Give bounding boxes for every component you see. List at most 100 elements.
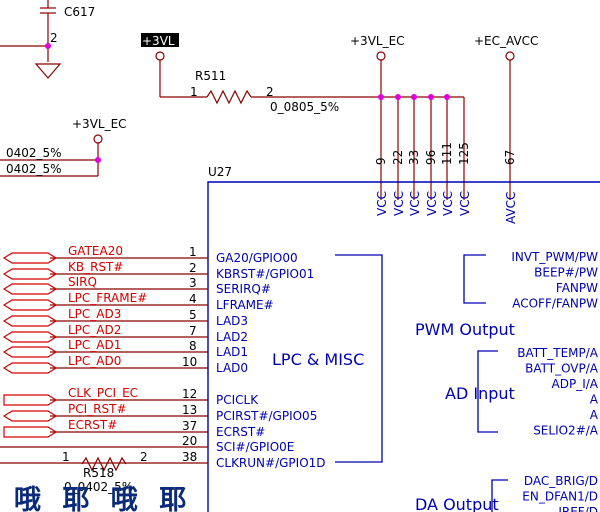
offpage-connector-icon: [2, 283, 58, 295]
offpage-connector-icon: [3, 394, 58, 406]
pin-number: 1: [189, 245, 197, 259]
right-pin-name: EN_DFAN1/D: [522, 490, 598, 504]
r511-value: 0_0805_5%: [270, 100, 339, 114]
right-pin-name: A: [590, 393, 599, 407]
vcc-pin-name: VCC: [441, 191, 455, 216]
left-3vl-net: [0, 134, 103, 177]
ic-pin-row: PCI_RST# 13 PCIRST#/GPIO05: [2, 402, 317, 423]
avcc-net: [505, 51, 515, 200]
rail-3vl-ec-top: +3VL_EC: [350, 34, 405, 48]
pin-name: PCICLK: [216, 393, 259, 407]
vcc-pin-num: 33: [407, 150, 421, 165]
pin-name: PCIRST#/GPIO05: [216, 409, 317, 423]
pin-name: LAD0: [216, 361, 248, 375]
pin-name: LFRAME#: [216, 298, 274, 312]
net-label: LPC_AD0: [68, 354, 121, 368]
avcc-pin-name: AVCC: [504, 192, 518, 224]
right-pin-name: DAC_BRIG/D: [524, 474, 598, 488]
rail-3vl-label: +3VL: [142, 34, 175, 48]
group-da-output: DA Output: [415, 495, 499, 512]
pin-number: 3: [189, 276, 197, 290]
ic-pin-row: GATEA20 1 GA20/GPIO00: [2, 244, 298, 265]
pin-number: 8: [189, 339, 197, 353]
pin-number: 38: [182, 450, 197, 464]
net-label: PCI_RST#: [68, 402, 127, 416]
net-label: LPC_AD3: [68, 307, 121, 321]
pin-name: CLKRUN#/GPIO1D: [216, 456, 326, 470]
r518-value: 0_0402_5%: [64, 480, 133, 494]
right-pin-name: ACOFF/FANPW: [512, 297, 598, 311]
vcc-pin-name: VCC: [375, 191, 389, 216]
r511-ref: R511: [195, 69, 226, 83]
pin-name: ECRST#: [216, 425, 265, 439]
offpage-connector-icon: [2, 410, 58, 422]
avcc-pin-num: 67: [503, 150, 517, 165]
ic-body: [207, 181, 600, 512]
vcc-pin-name: VCC: [408, 191, 422, 216]
net-label: LPC_AD1: [68, 338, 121, 352]
offpage-connector-icon: [2, 346, 58, 358]
rail-3vl-bg: [141, 33, 179, 47]
pin-name: SCI#/GPIO0E: [216, 440, 294, 454]
c617-pin: 2: [50, 31, 58, 45]
pin-number: 5: [189, 308, 197, 322]
net-label: SIRQ: [68, 275, 97, 289]
group-ad-input: AD Input: [445, 384, 515, 403]
pin-name: GA20/GPIO00: [216, 251, 298, 265]
group-pwm-output: PWM Output: [415, 320, 515, 339]
right-pin-name: IREF/D: [558, 505, 598, 512]
junction-dot: [45, 43, 51, 49]
r518-resistor: [81, 456, 127, 472]
r518-pin2: 2: [140, 450, 148, 464]
lpc-bracket: [335, 254, 383, 463]
c617-label: C617: [64, 5, 95, 19]
junction-dot: [95, 157, 101, 163]
pin-number: 12: [182, 387, 197, 401]
vcc-pin-name: VCC: [458, 191, 472, 216]
net-label: KB_RST#: [68, 260, 123, 274]
right-pin-name: SELIO2#/A: [533, 424, 599, 438]
vcc-junctions: [378, 94, 450, 100]
ad-bracket: [477, 350, 498, 433]
left-value-1: 0402_5%: [6, 146, 62, 160]
group-lpc-misc: LPC & MISC: [272, 350, 364, 369]
offpage-connector-icon: [2, 362, 58, 374]
vcc-pin-num: 125: [457, 142, 471, 165]
offpage-connector-icon: [2, 252, 58, 264]
rail-ec-avcc: +EC_AVCC: [474, 34, 538, 48]
offpage-connector-icon: [2, 331, 58, 343]
vcc-pin-name: VCC: [425, 191, 439, 216]
vcc-pin-num: 9: [374, 157, 388, 165]
vcc-pin-names: VCC VCC VCC VCC VCC VCC AVCC: [375, 191, 518, 224]
vcc-pin-num: 111: [440, 142, 454, 165]
vcc-pin-name: VCC: [392, 191, 406, 216]
ic-pin-row: LPC_AD3 5 LAD3: [2, 307, 248, 328]
vcc-pin-numbers: 9 22 33 96 111 125 67: [374, 142, 517, 165]
offpage-connector-icon: [2, 299, 58, 311]
ic-pin-row: SIRQ 3 SERIRQ#: [2, 275, 271, 296]
pin-name: SERIRQ#: [216, 282, 271, 296]
ic-ref: U27: [208, 165, 232, 179]
pin-number: 7: [189, 324, 197, 338]
pin-number: 13: [182, 403, 197, 417]
pin-name: LAD3: [216, 314, 248, 328]
pin-number: 10: [182, 355, 197, 369]
vcc-bus: [376, 51, 465, 200]
net-label: GATEA20: [68, 244, 123, 258]
right-pin-name: BATT_TEMP/A: [517, 346, 599, 360]
net-label: LPC_FRAME#: [68, 291, 147, 305]
r518-ref: R518: [83, 466, 114, 480]
net-label: LPC_AD2: [68, 323, 121, 337]
left-value-2: 0402_5%: [6, 162, 62, 176]
ic-pin-row: LPC_AD0 10 LAD0: [2, 354, 248, 375]
net-label: CLK_PCI_EC: [68, 386, 138, 400]
ic-pin-row: CLK_PCI_EC 12 PCICLK: [3, 386, 259, 407]
